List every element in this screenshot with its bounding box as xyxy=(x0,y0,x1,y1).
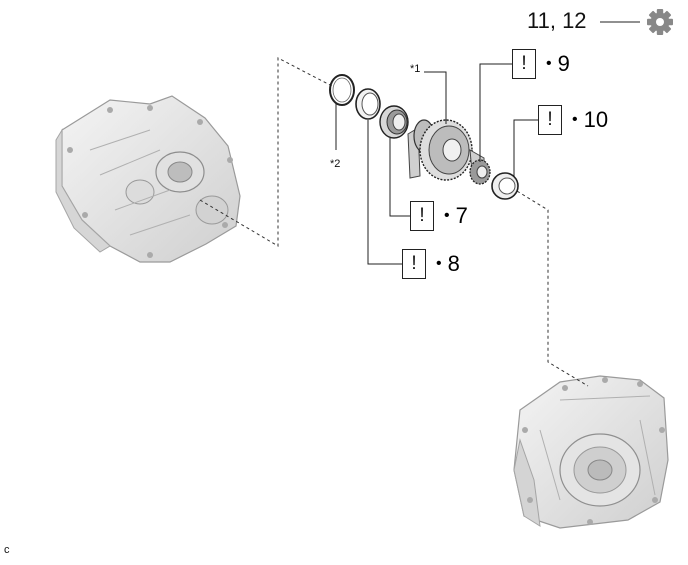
callout-bullet: • xyxy=(436,255,442,272)
callout-7: ! • 7 xyxy=(410,201,468,231)
gear-icon xyxy=(647,9,673,35)
callout-10: ! • 10 xyxy=(538,105,608,135)
caution-mark: ! xyxy=(512,49,536,79)
part-2-label: *2 xyxy=(330,158,341,170)
callout-number: 7 xyxy=(455,203,468,228)
callout-bullet: • xyxy=(444,207,450,224)
reference-steps-label: 11, 12 xyxy=(527,8,587,33)
transaxle-housing-right xyxy=(513,375,669,529)
callout-bullet: • xyxy=(546,55,552,72)
callout-8: ! • 8 xyxy=(402,249,460,279)
corner-label: c xyxy=(4,544,10,556)
part-1-label: *1 xyxy=(410,63,421,75)
o-ring xyxy=(329,74,355,106)
caution-mark: ! xyxy=(538,105,562,135)
alignment-dashed-lines xyxy=(199,57,589,387)
bearing-outer-race-left xyxy=(355,88,381,120)
counter-driven-gear xyxy=(407,119,485,181)
caution-mark: ! xyxy=(410,201,434,231)
callout-9: ! • 9 xyxy=(512,49,570,79)
callout-number: 8 xyxy=(447,251,460,276)
leader-lines xyxy=(335,21,640,265)
tapered-roller-bearing-right xyxy=(469,159,491,185)
tapered-roller-bearing-left xyxy=(379,105,409,139)
callout-number: 9 xyxy=(557,51,570,76)
callout-bullet: • xyxy=(572,111,578,128)
callout-number: 10 xyxy=(583,107,609,132)
caution-mark: ! xyxy=(402,249,426,279)
transaxle-housing-left xyxy=(55,95,241,263)
bearing-outer-race-right xyxy=(491,172,519,200)
